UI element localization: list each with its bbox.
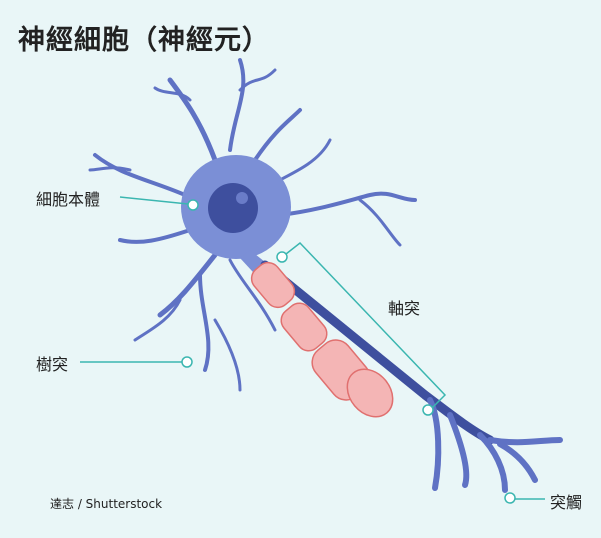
label-dendrite: 樹突 [36, 355, 69, 374]
synapse-pointer [504, 492, 516, 504]
label-cell-body: 細胞本體 [36, 190, 101, 209]
label-synapse: 突觸 [550, 493, 583, 512]
image-credit: 達志 / Shutterstock [50, 497, 163, 511]
dendrite-pointer [181, 356, 193, 368]
myelin-sheaths [250, 261, 394, 418]
axon-pointer-top [276, 251, 288, 263]
cell-body-pointer [187, 199, 199, 211]
axon [250, 260, 563, 493]
axon-pointer-bottom [422, 404, 434, 416]
dendrites [88, 58, 417, 392]
leader-lines [80, 196, 545, 504]
label-axon: 軸突 [388, 299, 421, 318]
page-title: 神經細胞（神經元） [18, 25, 270, 56]
nucleus [208, 183, 258, 233]
